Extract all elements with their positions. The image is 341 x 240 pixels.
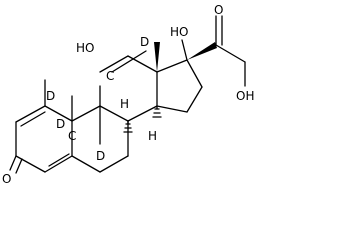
bond-c17-c16: [186, 59, 203, 88]
bond-c-upper-d: [111, 50, 147, 73]
steroid-structure: HO D C D D C D H H HO O OH O: [2, 3, 254, 186]
side-chain-c17: [181, 15, 246, 87]
bond-c6-c7: [99, 155, 129, 173]
d-mid-label: D: [56, 117, 65, 131]
o-c20-label: O: [214, 3, 223, 17]
bond-c5-c6: [71, 155, 101, 173]
o-c3-label: O: [2, 172, 11, 186]
ring-c: [99, 55, 158, 122]
bond-c15-c14: [156, 105, 188, 113]
c-lower-label: C: [68, 129, 76, 143]
bond-c3-o-double: [15, 158, 23, 174]
h-c14-label: H: [148, 129, 157, 143]
bond-c11-c12: [99, 55, 129, 73]
hash-c14-h: [152, 105, 162, 118]
ring-a: [15, 105, 73, 173]
oh-c21-label: OH: [236, 89, 254, 103]
bond-c4-c5: [44, 155, 73, 173]
structure-canvas: HO D C D D C D H H HO O OH O: [2, 3, 255, 186]
ring-d: [156, 59, 203, 113]
bond-c17-oh: [181, 39, 188, 61]
bond-c3-o: [9, 155, 17, 171]
bond-c14-c8: [127, 105, 158, 122]
bond-c1-c2-double: [20, 111, 46, 127]
bond-c1-c10: [44, 105, 73, 122]
bond-c3-c4: [15, 155, 46, 173]
ring-b: [71, 105, 129, 173]
bond-c20-c21: [215, 44, 246, 63]
c-upper-label: C: [106, 69, 114, 83]
wedge-c13-methyl: [154, 42, 160, 72]
d-bottom-label: D: [96, 149, 105, 163]
bond-c4-c5-double: [48, 153, 70, 167]
bond-c12-c13: [127, 55, 158, 73]
ketone-c3: [9, 155, 23, 174]
bond-c8-c9: [99, 105, 129, 122]
d-top-label: D: [140, 35, 149, 49]
wedge-c17-c20: [187, 42, 217, 60]
bond-c16-c15: [186, 86, 203, 113]
oh-c17-label: HO: [170, 25, 188, 39]
bond-c13-c17: [156, 59, 188, 73]
d-left-label: D: [46, 89, 55, 103]
bond-c9-c10: [71, 105, 101, 122]
oh-c11-label: HO: [76, 41, 94, 55]
h-c8-label: H: [120, 97, 129, 111]
bond-c1-c2: [15, 105, 46, 123]
hash-c8-h: [123, 120, 133, 133]
